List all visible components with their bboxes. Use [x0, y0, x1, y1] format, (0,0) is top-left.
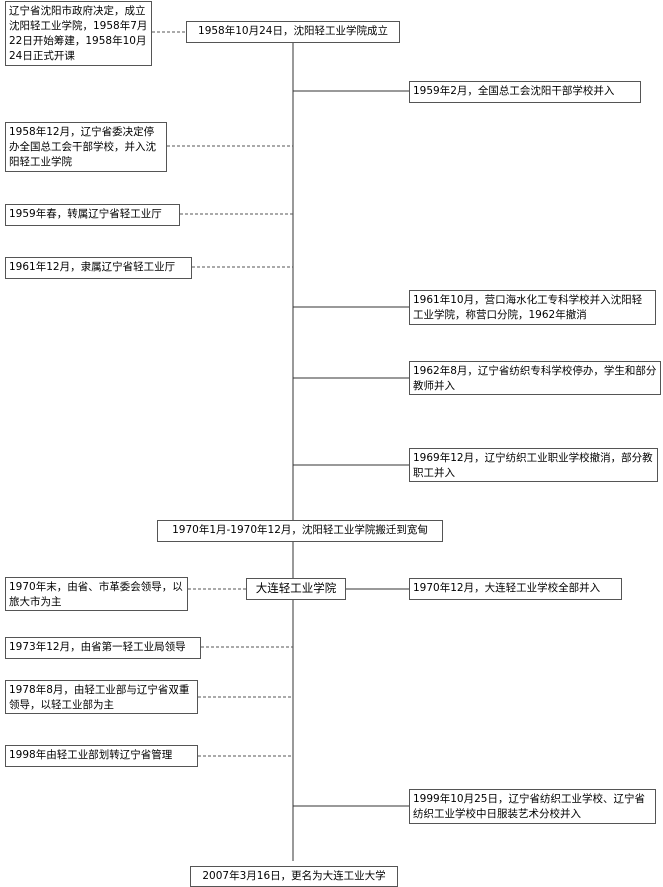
left-event-7: 1978年8月，由轻工业部与辽宁省双重领导，以轻工业部为主: [5, 680, 198, 714]
top-event-box: 1958年10月24日，沈阳轻工业学院成立: [186, 21, 400, 43]
right-event-3: 1962年8月，辽宁省纺织专科学校停办，学生和部分教师并入: [409, 361, 661, 395]
right-event-1: 1959年2月，全国总工会沈阳干部学校并入: [409, 81, 641, 103]
renamed-node-box: 大连轻工业学院: [246, 578, 346, 600]
left-event-4: 1961年12月，隶属辽宁省轻工业厅: [5, 257, 192, 279]
right-event-2: 1961年10月，营口海水化工专科学校并入沈阳轻工业学院，称营口分院，1962年…: [409, 290, 656, 325]
left-event-3: 1959年春，转属辽宁省轻工业厅: [5, 204, 180, 226]
final-event-box: 2007年3月16日，更名为大连工业大学: [190, 866, 398, 887]
left-event-5: 1970年末，由省、市革委会领导，以旅大市为主: [5, 577, 188, 611]
left-event-6: 1973年12月，由省第一轻工业局领导: [5, 637, 201, 659]
right-event-4: 1969年12月，辽宁纺织工业职业学校撤消，部分教职工并入: [409, 448, 658, 482]
left-event-1: 辽宁省沈阳市政府决定，成立沈阳轻工业学院，1958年7月22日开始筹建，1958…: [5, 1, 152, 66]
left-event-2: 1958年12月，辽宁省委决定停办全国总工会干部学校，并入沈阳轻工业学院: [5, 122, 167, 172]
right-event-6: 1999年10月25日，辽宁省纺织工业学校、辽宁省纺织工业学校中日服装艺术分校并…: [409, 789, 656, 824]
right-event-5: 1970年12月，大连轻工业学校全部并入: [409, 578, 622, 600]
middle-event-box: 1970年1月-1970年12月，沈阳轻工业学院搬迁到宽甸: [157, 520, 443, 542]
left-event-8: 1998年由轻工业部划转辽宁省管理: [5, 745, 198, 767]
